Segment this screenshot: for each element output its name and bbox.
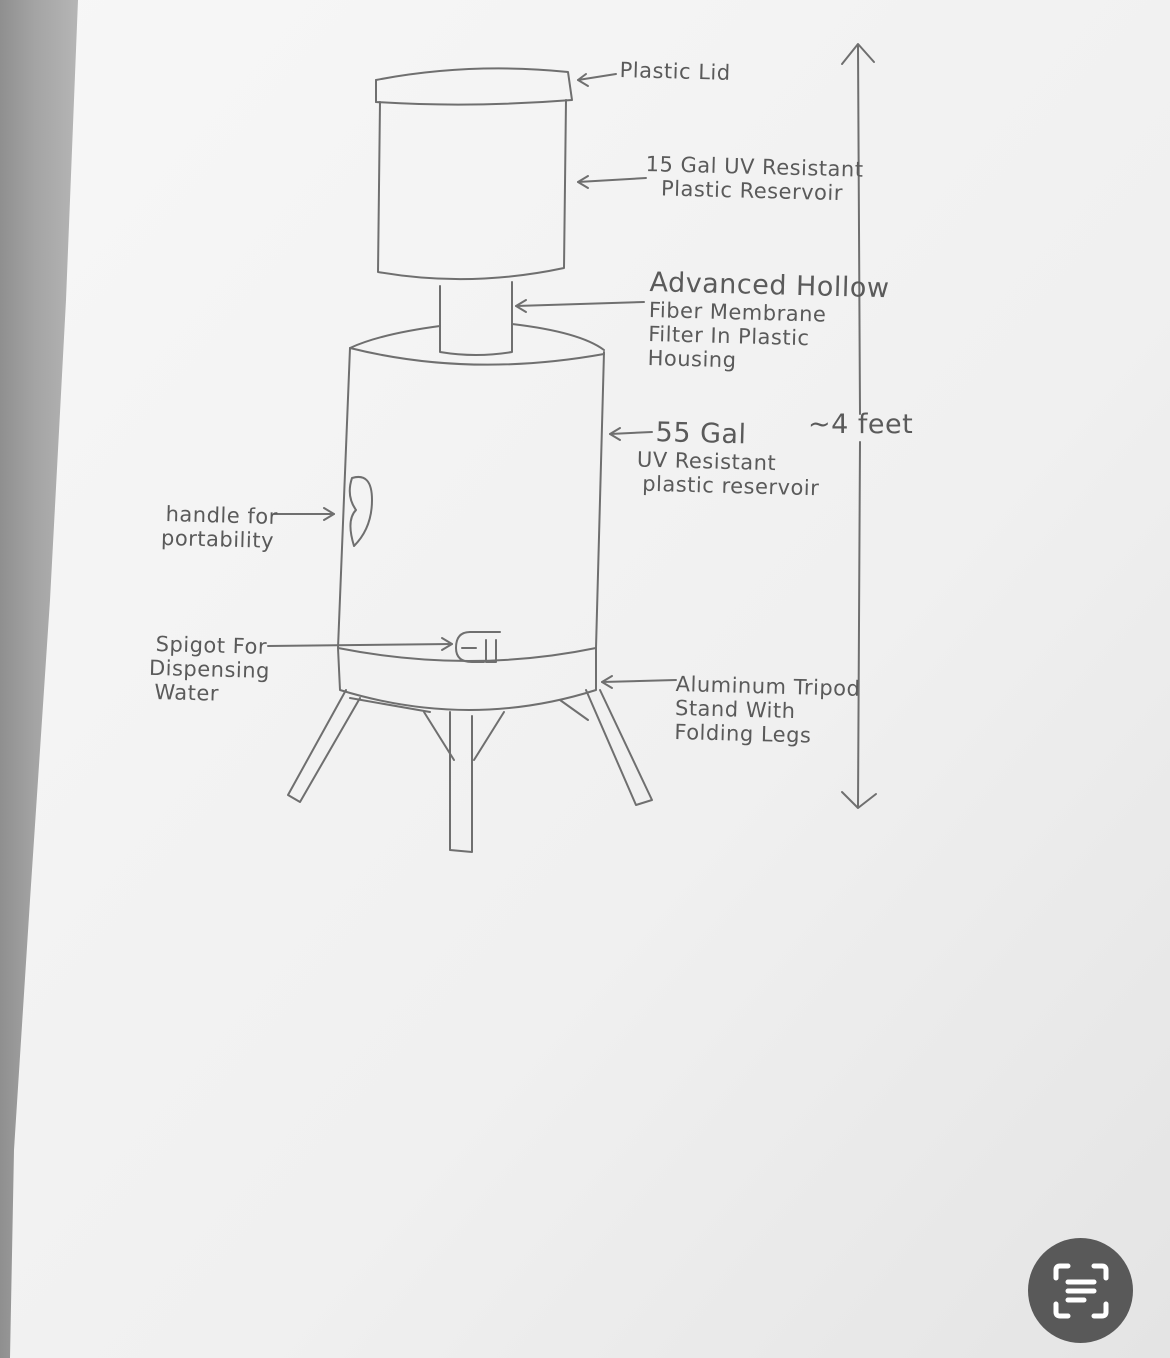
tripod-stand	[287, 647, 653, 853]
live-text-scan-button[interactable]	[1028, 1238, 1133, 1343]
label-lower-reservoir: 55 Gal UV Resistant plastic reservoir	[636, 417, 820, 501]
label-handle: handle for portability	[160, 502, 279, 553]
label-plastic-lid: Plastic Lid	[619, 58, 731, 85]
plastic-lid	[375, 67, 573, 106]
lower-reservoir	[337, 323, 605, 662]
handle-icon	[348, 476, 373, 547]
label-height: ~4 feet	[808, 409, 914, 440]
leader-arrows	[267, 73, 677, 689]
upper-reservoir	[377, 99, 567, 281]
label-spigot: Spigot For Dispensing Water	[148, 632, 271, 706]
spigot-icon	[455, 631, 501, 663]
height-dimension-arrow	[841, 43, 877, 809]
label-filter: Advanced Hollow Fiber Membrane Filter In…	[647, 267, 890, 373]
live-text-scan-icon	[1053, 1263, 1108, 1318]
filter-housing	[439, 281, 513, 356]
label-stand: Aluminum Tripod Stand With Folding Legs	[674, 672, 861, 748]
label-upper-reservoir: 15 Gal UV Resistant Plastic Reservoir	[645, 152, 864, 206]
